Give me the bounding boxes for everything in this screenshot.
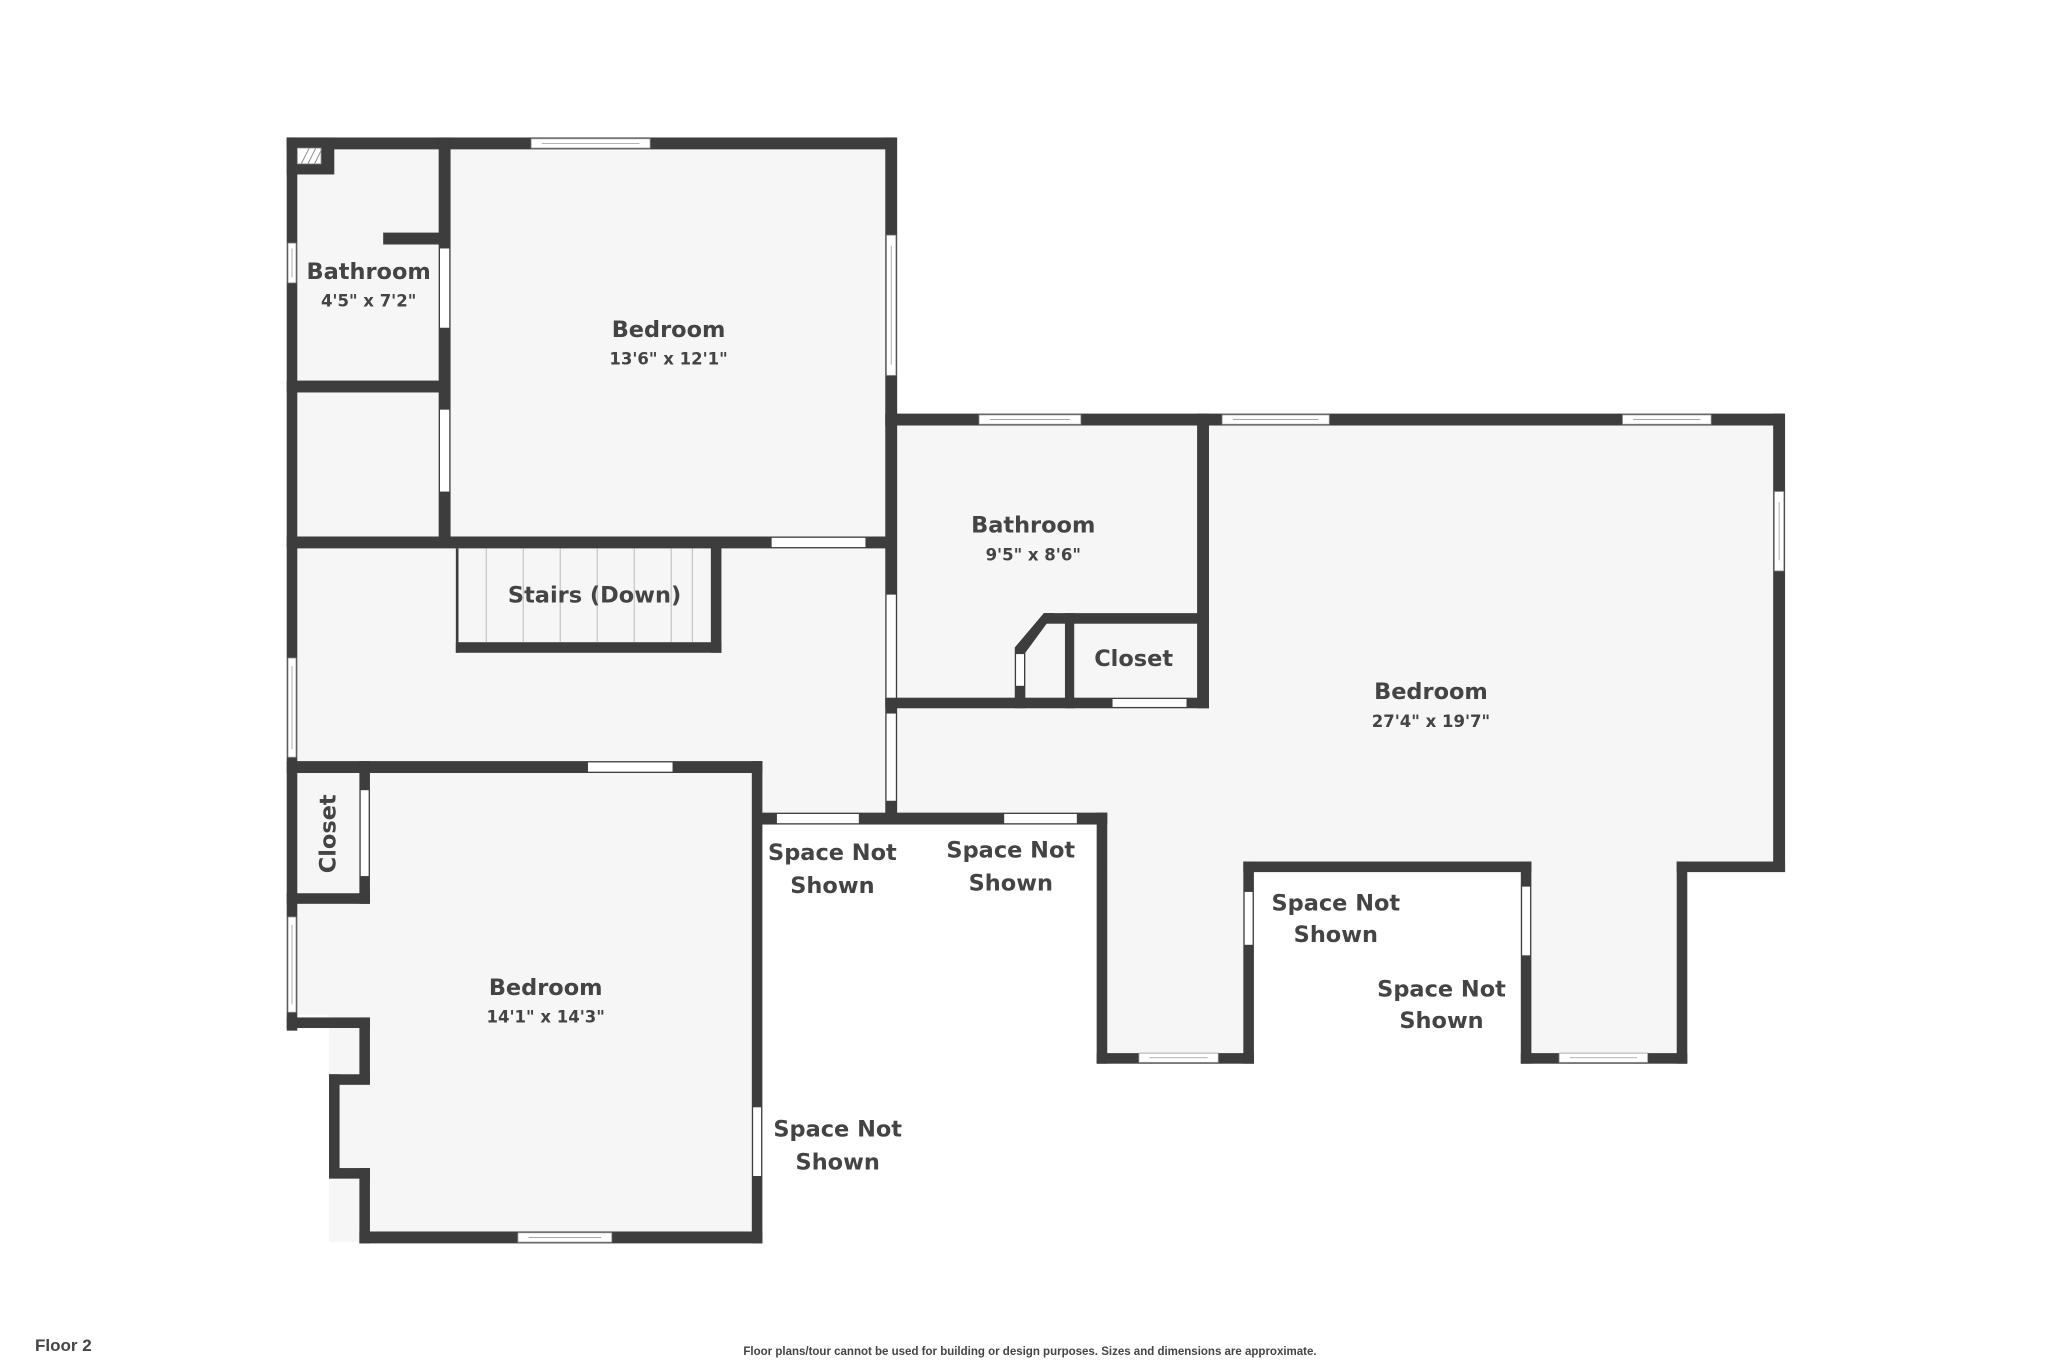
space-not-shown-label: Space Not Shown — [1377, 976, 1506, 1034]
stair-treads — [485, 548, 693, 643]
svg-text:Shown: Shown — [796, 1149, 880, 1175]
svg-text:Bedroom: Bedroom — [489, 975, 603, 1001]
svg-text:Bedroom: Bedroom — [612, 317, 726, 343]
window — [287, 242, 297, 284]
window — [1138, 1052, 1219, 1063]
floor-fills — [286, 137, 1784, 1243]
svg-text:4'5" x 7'2": 4'5" x 7'2" — [321, 292, 416, 311]
svg-text:Bathroom: Bathroom — [971, 513, 1095, 539]
svg-text:Closet: Closet — [316, 794, 342, 873]
svg-text:Bathroom: Bathroom — [306, 259, 430, 285]
space-not-shown-label: Space Not Shown — [768, 840, 897, 899]
svg-text:Space Not: Space Not — [1271, 890, 1400, 916]
svg-text:Space Not: Space Not — [773, 1116, 902, 1142]
room-label-bedroom-large: Bedroom 27'4" x 19'7" — [1372, 679, 1490, 731]
floor-label: Floor 2 — [35, 1336, 92, 1355]
window — [1221, 414, 1330, 425]
svg-text:9'5" x 8'6": 9'5" x 8'6" — [986, 545, 1081, 564]
room-label-stairs: Stairs (Down) — [508, 583, 681, 609]
window — [978, 414, 1082, 425]
svg-text:Shown: Shown — [969, 871, 1053, 897]
svg-text:Space Not: Space Not — [946, 838, 1075, 864]
window — [1774, 491, 1785, 572]
svg-text:Space Not: Space Not — [768, 840, 897, 866]
window — [517, 1232, 613, 1243]
room-label-bedroom-top: Bedroom 13'6" x 12'1" — [609, 317, 727, 369]
window — [287, 916, 297, 1013]
disclaimer-text: Floor plans/tour cannot be used for buil… — [743, 1346, 1317, 1358]
window — [886, 234, 897, 376]
room-label-closet-mid: Closet — [1094, 646, 1173, 672]
window — [1622, 414, 1712, 425]
space-not-shown-label: Space Not Shown — [946, 838, 1075, 897]
space-not-shown-label: Space Not Shown — [1271, 890, 1400, 948]
svg-text:27'4" x 19'7": 27'4" x 19'7" — [1372, 712, 1490, 731]
window — [287, 657, 297, 758]
window — [1558, 1052, 1649, 1063]
svg-text:Space Not: Space Not — [1377, 976, 1506, 1002]
room-label-bedroom-bottom: Bedroom 14'1" x 14'3" — [487, 975, 605, 1027]
svg-text:Shown: Shown — [790, 873, 874, 899]
doorways — [360, 248, 1531, 1177]
svg-text:14'1" x 14'3": 14'1" x 14'3" — [487, 1008, 605, 1027]
space-not-shown-label: Space Not Shown — [773, 1116, 902, 1175]
window — [530, 138, 651, 149]
svg-text:Closet: Closet — [1094, 646, 1173, 672]
svg-text:Shown: Shown — [1294, 922, 1378, 948]
svg-text:Stairs (Down): Stairs (Down) — [508, 583, 681, 609]
svg-text:Shown: Shown — [1399, 1008, 1483, 1034]
svg-text:Bedroom: Bedroom — [1374, 679, 1488, 705]
room-label-bathroom-mid: Bathroom 9'5" x 8'6" — [971, 513, 1095, 565]
svg-text:13'6" x 12'1": 13'6" x 12'1" — [609, 350, 727, 369]
windows — [287, 138, 1785, 1243]
room-label-bathroom-small: Bathroom 4'5" x 7'2" — [306, 259, 430, 311]
room-label-closet-left: Closet — [316, 794, 342, 873]
